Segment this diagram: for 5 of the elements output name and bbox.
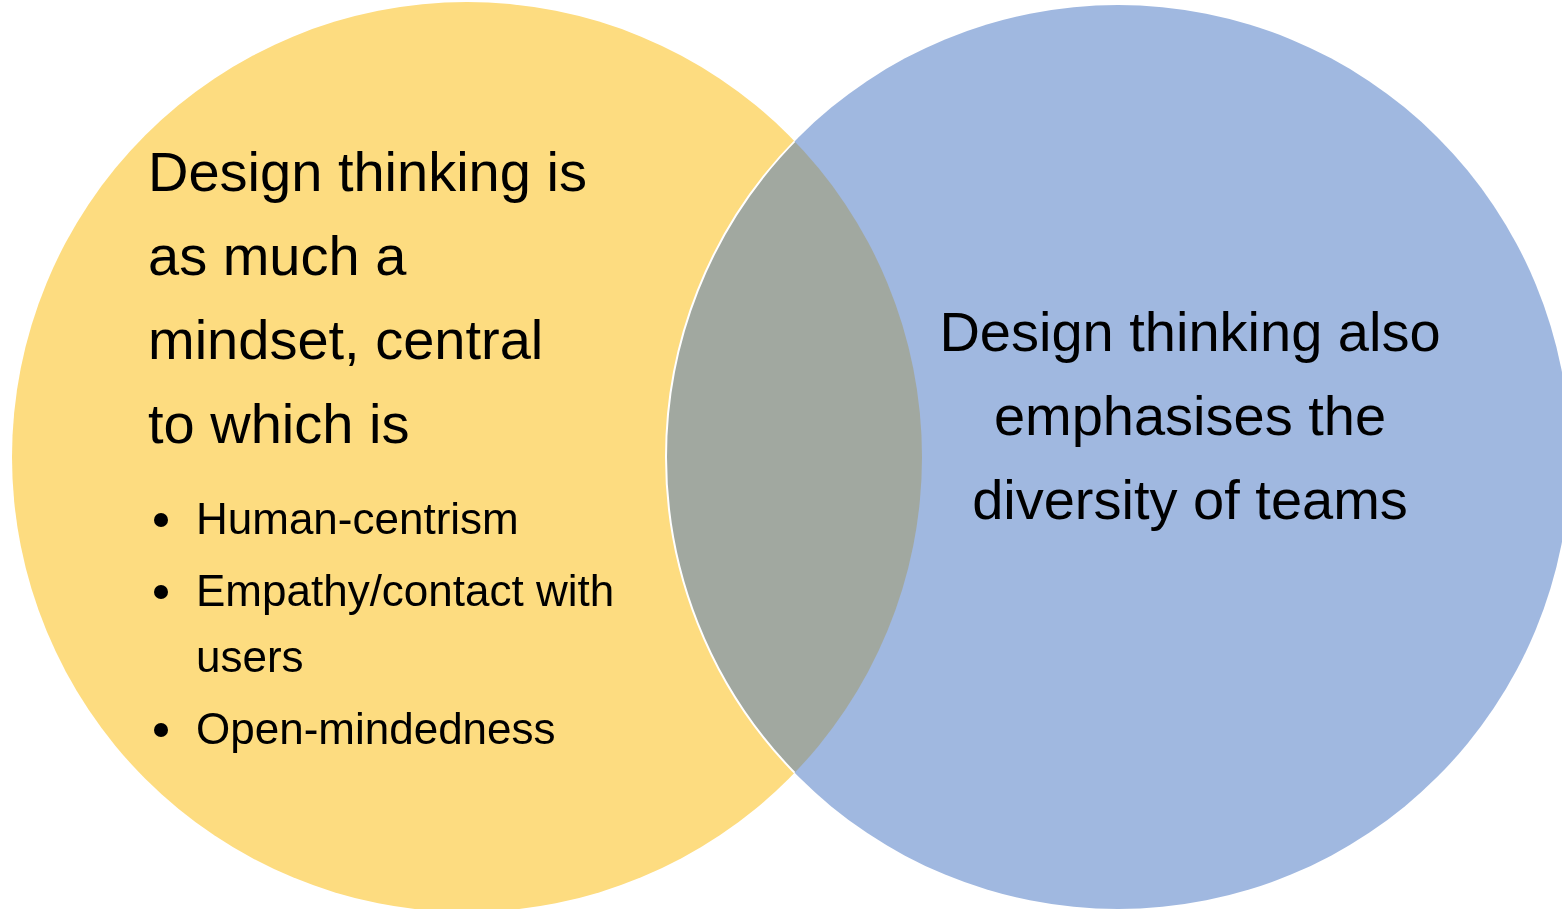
circle-text: Design thinking is as much a mindset, central to which is <box>148 139 588 457</box>
bullet-text: Empathy/contact with users <box>196 565 616 683</box>
circle-text: Design thinking also emphasises the diversity of teams <box>938 299 1442 533</box>
bullet-text: Human-centrism <box>196 493 520 545</box>
bullet-text: Open-mindedness <box>196 703 557 755</box>
